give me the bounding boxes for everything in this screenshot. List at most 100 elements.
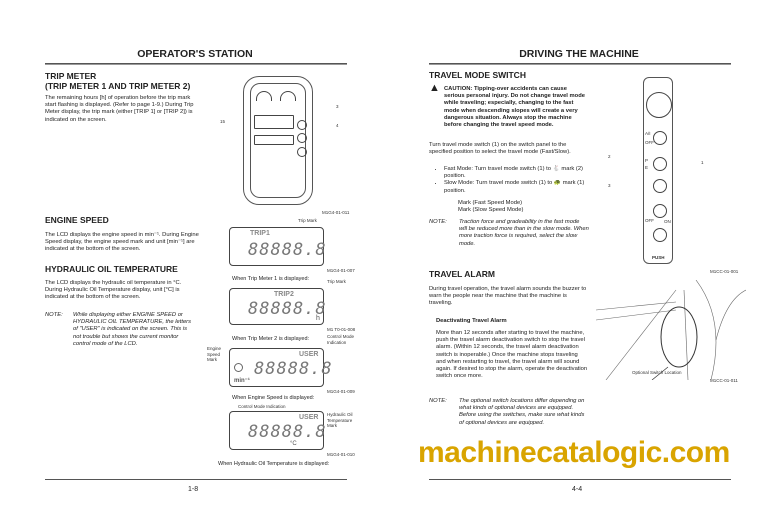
switch-label: OFF (645, 218, 654, 223)
travel-alarm-heading: TRAVEL ALARM (429, 269, 495, 279)
lcd-digits: 88888.8 (248, 299, 327, 319)
lcd-trip2: TRIP2 88888.8 h (229, 288, 327, 325)
control-mode-callout: Control Mode Indication (238, 404, 286, 409)
figure-code: M1G4-01-009 (327, 389, 355, 394)
gauge-icon (280, 91, 296, 101)
right-page-number: 4-4 (572, 486, 583, 493)
cab-figure (596, 280, 746, 380)
lcd-unit: min⁻¹ (234, 378, 250, 384)
lcd-mark: TRIP1 (250, 230, 270, 237)
travel-mode-switch (653, 179, 667, 193)
lcd-mark: TRIP2 (274, 291, 294, 298)
title-rule (429, 63, 731, 65)
switch-knob (653, 228, 667, 242)
left-page-number: 1-8 (188, 486, 199, 493)
footer-rule (429, 479, 731, 480)
switch-knob (653, 157, 667, 171)
lcd-unit: h (316, 315, 320, 322)
monitor-button-3 (297, 120, 307, 130)
figure-code: M1CC-01-011 (710, 378, 738, 383)
caution-text: CAUTION: Tipping-over accidents can caus… (444, 86, 585, 129)
left-note: NOTE: While displaying either ENGINE SPEE… (45, 312, 195, 348)
hyd-oil-body: The LCD displays the hydraulic oil tempe… (45, 280, 182, 301)
left-page-title: OPERATOR'S STATION (137, 48, 253, 60)
engine-speed-body: The LCD displays the engine speed in min… (45, 232, 199, 253)
legend-fast: Mark (Fast Speed Mode) (458, 200, 523, 206)
switch-panel-figure: A/I OFF P E OFF ON PUSH (643, 77, 673, 264)
trip-meter-body: The remaining hours [h] of operation bef… (45, 95, 194, 123)
monitor-lcd (254, 115, 294, 129)
lcd-unit: °C (290, 441, 297, 447)
travel-mode-body: Turn travel mode switch (1) on the switc… (429, 142, 571, 156)
heading-line2: (TRIP METER 1 AND TRIP METER 2) (45, 81, 191, 91)
note-label: NOTE: (45, 312, 63, 318)
hyd-oil-heading: HYDRAULIC OIL TEMPERATURE (45, 264, 178, 274)
heading-line1: TRIP METER (45, 71, 97, 81)
control-mode-callout: Control Mode Indication (327, 334, 355, 345)
callout-4: 4 (336, 123, 339, 128)
note-text: Traction force and gradeability in the f… (459, 219, 589, 247)
hyd-oil-mark-callout: Hydraulic Oil Temperature Mark (327, 412, 353, 428)
callout-2: 2 (608, 154, 611, 159)
trip-mark-callout: Trip Mark (327, 279, 346, 284)
warning-icon: ▲ (429, 82, 440, 94)
lcd-caption: When Engine Speed is displayed: (232, 395, 315, 401)
travel-mode-bullets: Fast Mode: Turn travel mode switch (1) t… (436, 166, 588, 195)
lcd-engine-speed: USER 88888.8 min⁻¹ (229, 348, 332, 387)
note-text: The optional switch locations differ dep… (459, 398, 585, 426)
trip-mark-callout: Trip Mark (298, 218, 317, 223)
lcd-hyd-oil: USER 88888.8 °C (229, 411, 327, 450)
figure-code: M1G4-01-011 (322, 210, 350, 215)
watermark: machinecatalogic.com (418, 436, 730, 469)
switch-knob (653, 204, 667, 218)
deactivating-heading: Deactivating Travel Alarm (436, 318, 507, 324)
title-rule (45, 63, 347, 65)
gauge-icon (256, 91, 272, 101)
deactivating-body: More than 12 seconds after starting to t… (436, 330, 588, 380)
engine-speed-heading: ENGINE SPEED (45, 215, 109, 225)
figure-code: M1 T0-01-008 (327, 327, 356, 332)
switch-label: A/I (645, 131, 651, 136)
switch-label: ON (664, 219, 671, 224)
note-label: NOTE: (429, 398, 447, 404)
note-text: While displaying either ENGINE SPEED or … (73, 312, 192, 347)
caution-block: ▲ CAUTION: Tipping-over accidents can cau… (429, 82, 587, 129)
travel-alarm-note: NOTE: The optional switch locations diffe… (429, 398, 589, 427)
footer-rule (45, 479, 347, 480)
legend-slow: Mark (Slow Speed Mode) (458, 207, 524, 214)
lcd-digits: 88888.8 (248, 240, 327, 260)
mode-legend: Mark (Fast Speed Mode) Mark (Slow Speed … (442, 200, 523, 214)
callout-1: 1 (701, 160, 704, 165)
monitor-indicator-box (254, 135, 294, 145)
engine-speed-mark-icon (234, 363, 243, 372)
figure-code: M1CC-01-001 (710, 269, 739, 274)
engine-speed-mark-callout: Engine Speed Mark (207, 346, 222, 362)
monitor-button-4 (297, 133, 307, 143)
switch-label: PUSH (652, 255, 665, 260)
lcd-digits: 88888.8 (254, 359, 333, 379)
lcd-digits: 88888.8 (248, 422, 327, 442)
bullet-fast: Fast Mode: Turn travel mode switch (1) t… (444, 166, 588, 180)
lcd-caption: When Trip Meter 1 is displayed: (232, 276, 310, 282)
monitor-button (297, 147, 307, 157)
right-page-title: DRIVING THE MACHINE (519, 48, 639, 60)
monitor-panel-figure (243, 76, 313, 205)
optional-switch-label: Optional Switch Location (632, 370, 682, 375)
switch-label: OFF (645, 140, 654, 145)
switch-label: E (645, 165, 649, 170)
travel-alarm-body: During travel operation, the travel alar… (429, 286, 587, 307)
lcd-trip1: TRIP1 88888.8 (229, 227, 327, 266)
trip-meter-heading: TRIP METER(TRIP METER 1 AND TRIP METER 2… (45, 71, 205, 91)
travel-dial (646, 92, 672, 118)
callout-3: 3 (336, 104, 339, 109)
figure-code: M1G4-01-010 (327, 452, 355, 457)
switch-label: P (645, 158, 649, 163)
lcd-mark: USER (299, 414, 319, 421)
lcd-caption: When Trip Meter 2 is displayed: (232, 336, 310, 342)
switch-knob (653, 131, 667, 145)
lcd-caption: When Hydraulic Oil Temperature is displa… (218, 461, 330, 467)
callout-15: 15 (220, 119, 226, 124)
note-label: NOTE: (429, 219, 447, 225)
figure-code: M1G4-01-007 (327, 268, 355, 273)
callout-3: 3 (608, 183, 611, 188)
